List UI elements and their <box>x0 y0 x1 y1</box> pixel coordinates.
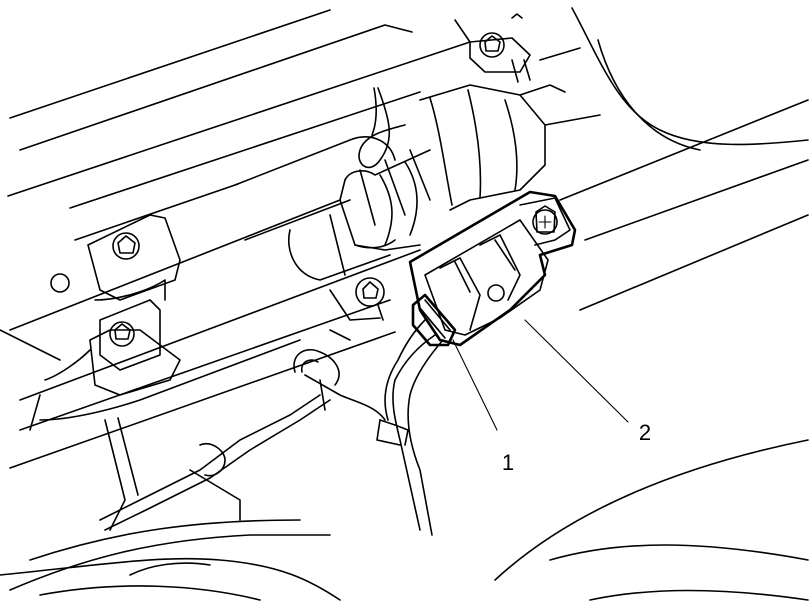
leader-line-2 <box>524 319 629 423</box>
lower-body <box>0 329 809 601</box>
crossmember-beam <box>0 199 421 469</box>
wiring-harness <box>9 319 444 591</box>
callout-label-2: 2 <box>639 420 651 445</box>
top-bolt <box>469 32 531 83</box>
callout-label-1: 1 <box>502 450 514 475</box>
upper-body-panel <box>7 9 523 241</box>
left-bracket <box>50 214 181 371</box>
connector <box>411 293 457 347</box>
right-panel <box>494 7 809 581</box>
control-module <box>408 190 577 347</box>
steering-rack <box>234 47 601 321</box>
leader-line-1 <box>452 339 498 431</box>
